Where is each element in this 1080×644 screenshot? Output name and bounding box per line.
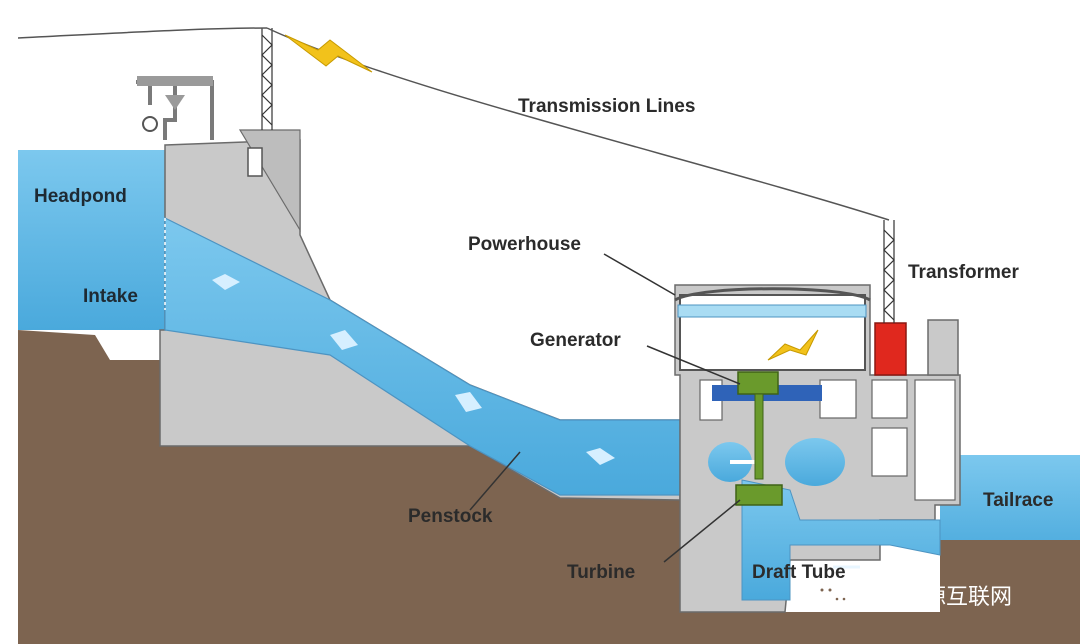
label-transmission-lines: Transmission Lines (518, 96, 695, 117)
dam-window (247, 147, 263, 177)
label-intake: Intake (83, 286, 138, 307)
leader-lines (469, 253, 741, 563)
room-right-3 (871, 427, 908, 477)
watermark: 电力能源互联网 (815, 583, 1012, 610)
transformer-house (927, 319, 959, 376)
lightning-bolt-icon (767, 329, 819, 361)
generator-rotor (737, 371, 779, 395)
crane-beam (677, 304, 867, 318)
gantry-crane (136, 76, 214, 140)
transmission-tower-dam (261, 28, 273, 130)
label-generator: Generator (530, 330, 621, 351)
label-draft-tube: Draft Tube (752, 562, 846, 583)
room-right-4 (914, 379, 956, 501)
tailrace-bed (940, 540, 1080, 612)
flow-arrow-icon (212, 274, 615, 465)
powerhouse-roof (674, 287, 871, 302)
label-turbine: Turbine (567, 562, 635, 583)
label-transformer: Transformer (908, 262, 1019, 283)
label-tailrace: Tailrace (983, 490, 1053, 511)
ground (18, 330, 1080, 644)
draft-tube-water (741, 479, 941, 601)
wechat-icon (815, 583, 850, 608)
transmission-line-left (17, 27, 268, 39)
tailrace-water (940, 455, 1080, 560)
turbine-runner (735, 484, 783, 506)
turbine-shaft (754, 393, 764, 480)
headpond-water (18, 150, 170, 330)
label-penstock: Penstock (408, 506, 493, 527)
lightning-bolt-icon (284, 34, 373, 73)
room-right-1 (819, 379, 857, 419)
transmission-tower-powerhouse (883, 220, 895, 323)
watermark-text: 电力能源互联网 (858, 585, 1012, 610)
room-right-2 (871, 379, 908, 419)
transformer (874, 322, 907, 376)
scroll-case-right (785, 438, 845, 486)
label-headpond: Headpond (34, 186, 127, 207)
label-powerhouse: Powerhouse (468, 234, 581, 255)
